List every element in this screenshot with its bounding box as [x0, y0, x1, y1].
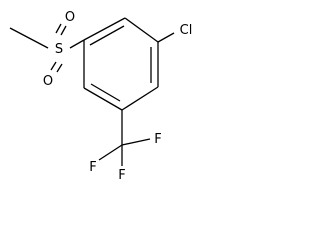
- ring-bond-c1-c2: [83, 17, 126, 41]
- bond-sulfur-oxygen-top-a: [60, 25, 67, 36]
- bond-sulfur-oxygen-top-b: [55, 23, 62, 34]
- ring-bond-c2-c3: [124, 17, 159, 43]
- atom-label-fluorine-left: F: [89, 160, 96, 175]
- atom-label-sulfur: S: [55, 42, 63, 57]
- bond-carbon-fluorine-left: [98, 144, 123, 161]
- atom-label-chlorine: Cl: [180, 23, 193, 38]
- bond-carbon-fluorine-right: [121, 138, 151, 146]
- atom-label-fluorine-right: F: [154, 132, 161, 147]
- ring-bond-c4-c5: [121, 86, 159, 111]
- bond-ring-chlorine: [157, 32, 175, 43]
- bond-ring-sulfur: [69, 39, 85, 49]
- atom-label-fluorine-bottom: F: [118, 168, 125, 183]
- atom-label-oxygen-top: O: [65, 10, 75, 25]
- ring-double-bond-inner-bottom-left: [90, 83, 121, 102]
- ring-bond-c5-c6: [83, 87, 123, 111]
- chemical-structure: S O O Cl F F F: [9, 10, 193, 183]
- bond-sulfur-methyl: [9, 27, 49, 49]
- bond-sulfur-oxygen-bottom-a: [50, 61, 57, 71]
- ring-double-bond-inner-top: [89, 25, 125, 46]
- atom-label-oxygen-bottom: O: [43, 74, 53, 89]
- bond-sulfur-oxygen-bottom-b: [56, 63, 63, 73]
